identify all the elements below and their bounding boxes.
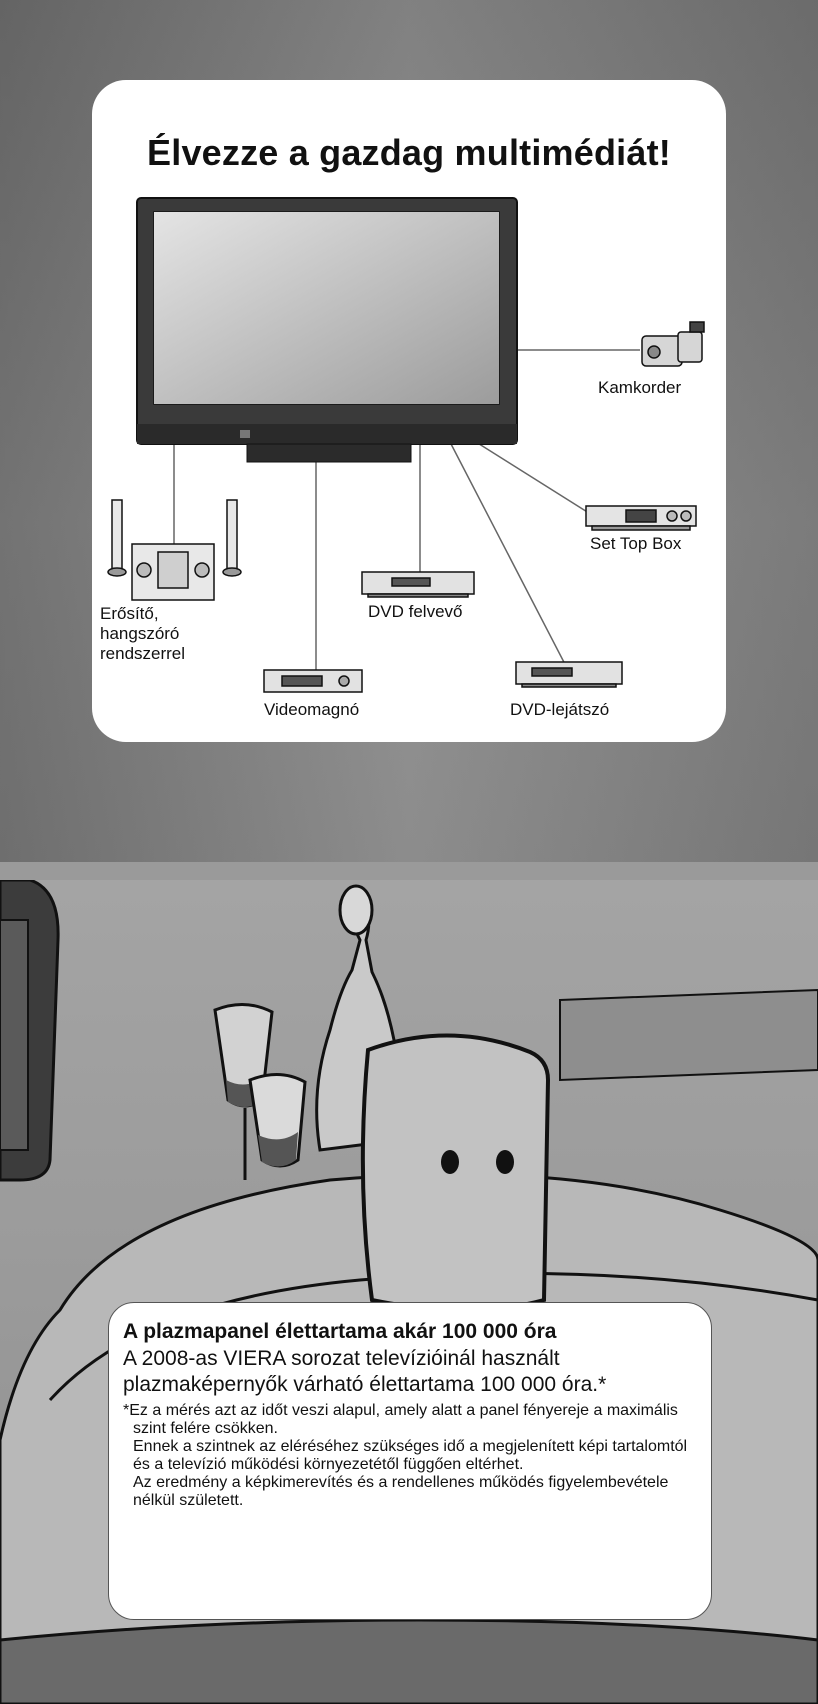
label-dvd-recorder: DVD felvevő <box>368 602 463 621</box>
lifetime-headline: A plazmapanel élettartama akár 100 000 ó… <box>123 1320 557 1343</box>
multimedia-card: Élvezze a gazdag multimédiát! <box>92 80 726 742</box>
footnote-result: Az eredmény a képkimerevítés és a rendel… <box>133 1474 669 1509</box>
footnote-time: Ennek a szintnek az eléréséhez szükséges… <box>133 1438 688 1473</box>
lifetime-card: A plazmapanel élettartama akár 100 000 ó… <box>108 1302 712 1620</box>
lifetime-card-content: A plazmapanel élettartama akár 100 000 ó… <box>123 1319 703 1510</box>
lifetime-footnotes: *Ez a mérés azt az időt veszi alapul, am… <box>123 1402 703 1510</box>
connection-lines <box>173 349 640 680</box>
vcr-icon <box>263 669 363 693</box>
tv-icon <box>136 197 518 463</box>
camcorder-icon <box>641 321 705 367</box>
dvd-recorder-icon <box>361 571 475 598</box>
footnote-measurement: *Ez a mérés azt az időt veszi alapul, am… <box>123 1402 678 1437</box>
dvd-player-icon <box>515 661 623 688</box>
card-title: Élvezze a gazdag multimédiát! <box>147 132 671 173</box>
lifetime-lead: A 2008-as VIERA sorozat televízióinál ha… <box>123 1347 607 1396</box>
label-amplifier: Erősítő, hangszóró rendszerrel <box>100 604 186 663</box>
amplifier-icon <box>107 499 242 601</box>
set-top-box-icon <box>585 505 697 531</box>
label-camcorder: Kamkorder <box>598 378 682 397</box>
label-dvd-player: DVD-lejátszó <box>510 700 610 719</box>
connection-diagram <box>107 197 705 693</box>
label-set-top-box: Set Top Box <box>590 534 682 553</box>
label-vcr: Videomagnó <box>264 700 360 719</box>
